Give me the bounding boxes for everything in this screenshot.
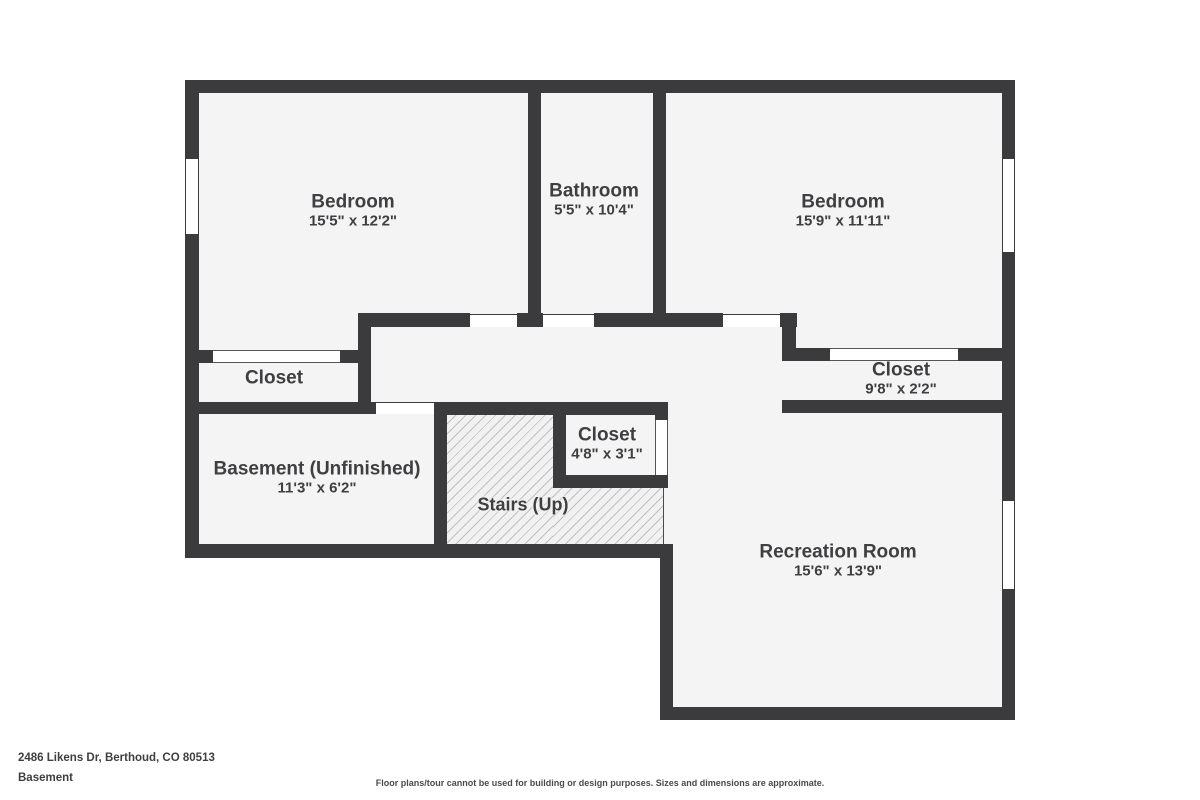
room-label-bedroom-left: Bedroom 15'5" x 12'2" [309,192,397,231]
wall-recreation-west [660,544,673,720]
wall-stairs-top [434,402,668,415]
room-label-recreation: Recreation Room 15'6" x 13'9" [759,542,916,581]
room-dimensions: 5'5" x 10'4" [554,201,634,219]
room-name: Bathroom [549,180,639,202]
wall-closet-right-top [958,348,1015,361]
wall-outer-left [185,80,199,558]
wall-closet-left-top [185,350,213,363]
wall-stair-closet-east [655,402,668,420]
floor-name: Basement [18,772,73,784]
wall-bathroom-west [528,80,541,327]
room-label-bathroom: Bathroom 5'5" x 10'4" [549,181,639,220]
disclaimer-text: Floor plans/tour cannot be used for buil… [375,778,825,788]
room-name: Bedroom [801,191,885,213]
door-closet-right [830,348,958,361]
room-label-closet-right: Closet 9'8" x 2'2" [865,360,936,399]
room-dimensions: 9'8" x 2'2" [865,380,937,398]
door-closet-left [213,350,340,363]
room-label-stairs: Stairs (Up) [477,495,568,516]
wall-closet-left-top [340,350,371,363]
door-bathroom [543,314,594,327]
room-dimensions: 15'5" x 12'2" [308,212,398,230]
wall-hallway-top [517,313,543,327]
wall-stair-closet-west [553,402,566,488]
window-bedroom-left [185,158,199,235]
wall-hallway-top [358,313,470,327]
room-name: Recreation Room [759,541,917,563]
room-name: Closet [871,359,931,381]
wall-hallway-west [358,313,371,414]
wall-bathroom-east [653,80,666,327]
room-dimensions: 4'8" x 3'1" [571,445,643,463]
door-bedroom-left [470,314,517,327]
room-dimensions: 15'6" x 13'9" [793,562,883,580]
room-label-bedroom-right: Bedroom 15'9" x 11'11" [796,192,891,231]
room-name: Closet [577,424,637,446]
room-name: Stairs (Up) [477,494,569,515]
room-label-closet-left: Closet [245,368,303,389]
room-dimensions: 15'9" x 11'11" [795,212,891,230]
wall-closet-right-bottom [782,400,1015,413]
window-bedroom-right [1002,158,1015,253]
door-basement [376,402,434,414]
room-label-basement: Basement (Unfinished) 11'3" x 6'2" [214,459,421,498]
wall-hallway-top [594,313,723,327]
door-bedroom-right [723,314,780,327]
wall-basement-east [434,402,447,544]
room-name: Basement (Unfinished) [213,458,421,480]
wall-stair-closet-bottom [553,475,668,488]
wall-outer-bottom-left [185,544,673,558]
room-name: Bedroom [311,191,395,213]
room-label-closet-stairs: Closet 4'8" x 3'1" [571,425,642,464]
property-address: 2486 Likens Dr, Berthoud, CO 80513 [18,752,215,764]
door-stair-closet [655,420,668,475]
room-dimensions: 11'3" x 6'2" [277,479,357,497]
wall-closet-right-top [782,348,830,361]
window-recreation [1002,500,1015,590]
wall-outer-top [185,80,1015,93]
stairs-hatch [447,415,553,544]
floor-area-recreation [660,412,1015,720]
wall-outer-bottom-right [660,707,1015,720]
room-name: Closet [244,367,304,389]
stairs-hatch [553,488,664,544]
wall-basement-top [185,402,376,414]
